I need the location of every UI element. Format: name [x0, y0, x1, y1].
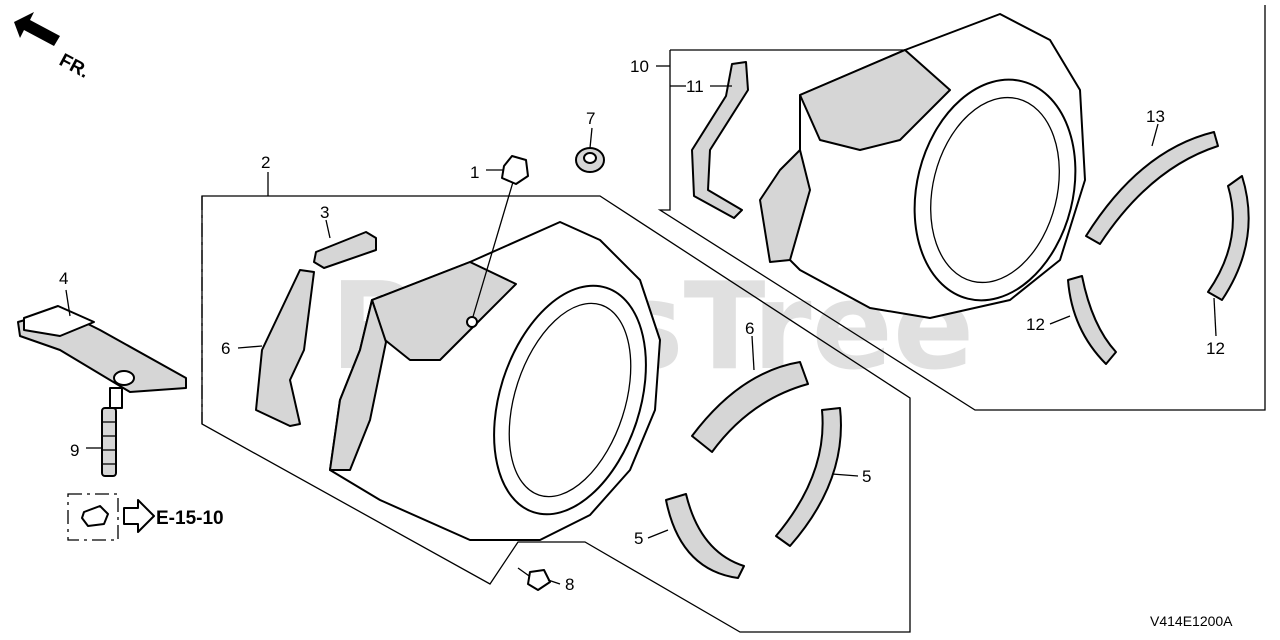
callout-3: 3: [320, 203, 329, 222]
callout-12-right: 12: [1206, 339, 1225, 358]
callout-11: 11: [686, 77, 704, 96]
part-9-bolt: [101, 387, 123, 477]
part-6-foam-strip-left: [255, 269, 315, 427]
direction-arrow-icon: [14, 12, 60, 46]
callout-13: 13: [1146, 107, 1165, 126]
callout-5-right: 5: [862, 467, 871, 486]
part-5-foam-lower: [665, 493, 745, 579]
callout-8: 8: [565, 575, 574, 594]
callout-12-left: 12: [1026, 315, 1045, 334]
part-10-blower-housing-upper: [759, 13, 1086, 319]
callout-1: 1: [470, 163, 479, 182]
callout-6-left: 6: [221, 339, 230, 358]
callout-7: 7: [586, 109, 595, 128]
direction-label: FR.: [56, 50, 93, 83]
part-13-foam-arc: [1085, 131, 1219, 245]
assembly-10-frame: [657, 5, 1266, 411]
assembly-2-frame: [201, 195, 911, 633]
callout-6-right: 6: [745, 319, 754, 338]
arrow-right-icon: [123, 499, 155, 533]
part-4-bracket: [17, 305, 187, 393]
callout-4: 4: [59, 269, 68, 288]
callout-10: 10: [630, 57, 649, 76]
part-6-foam-arc: [691, 361, 809, 453]
callout-2: 2: [261, 153, 270, 172]
callout-9: 9: [70, 441, 79, 460]
grommet-hole: [583, 152, 597, 164]
part-8-bolt: [517, 567, 551, 591]
callout-5-lower: 5: [634, 529, 643, 548]
part-5-foam-right: [775, 407, 842, 547]
part-12-foam-left: [1067, 275, 1117, 365]
reference-part-box: [67, 493, 119, 541]
callouts: 1 2 3 4 5 5 6 6 7 8 9 10 11 13 12 12: [59, 57, 1225, 594]
nut-icon: [81, 505, 109, 527]
part-3-foam-pad: [313, 231, 377, 269]
part-1-clip: [466, 155, 529, 328]
part-2-blower-housing: [329, 221, 661, 541]
reference-block: E-15-10: [67, 493, 224, 541]
diagram-code: V414E1200A: [1150, 613, 1233, 629]
part-12-foam-right: [1207, 175, 1250, 301]
leader-lines: [65, 49, 1217, 585]
part-11-foam-strip: [691, 61, 749, 219]
reference-code: E-15-10: [156, 508, 224, 529]
front-direction-indicator: FR.: [14, 12, 93, 83]
